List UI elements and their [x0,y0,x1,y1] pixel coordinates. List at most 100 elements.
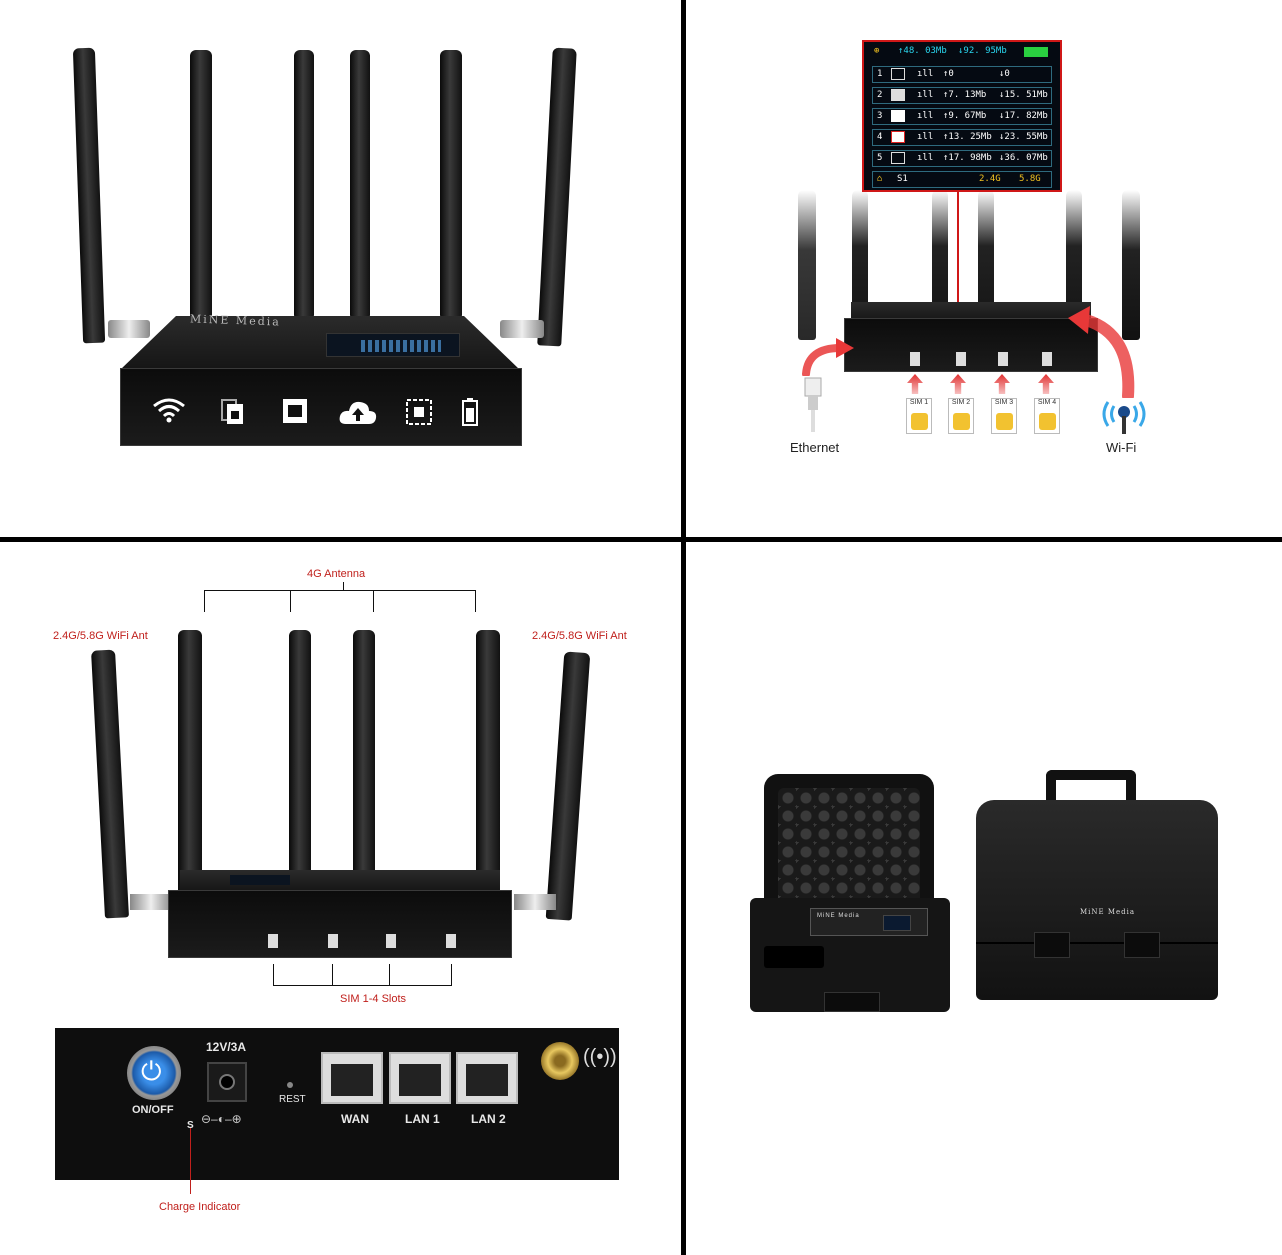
router-top [851,302,1091,322]
bracket-line [204,590,205,612]
antenna-connector [514,894,556,910]
antenna-connector [500,320,544,338]
label-wifi-ant-left: 2.4G/5.8G WiFi Ant [53,630,148,642]
sim-arrow [1038,374,1054,394]
sim-label: SIM 4 [1037,399,1057,406]
power-icon: ⏻ [141,1056,162,1086]
antenna [537,47,577,347]
router-front-panel [120,368,522,446]
vertical-divider [681,0,686,1255]
lan2-label: LAN 2 [471,1112,506,1126]
label-4g-antenna: 4G Antenna [307,568,366,580]
lan2-port[interactable] [456,1052,518,1104]
antenna-signal-icon: ((•)) [583,1046,617,1068]
wan-label: WAN [341,1112,369,1126]
signal-icon: ıll [917,132,934,142]
sim-cards-icon [220,398,246,426]
4g-antenna [353,630,375,930]
wifi-icon [152,396,186,424]
antenna [440,50,462,318]
4g-antenna [289,630,311,930]
sim-slot [998,352,1008,366]
ethernet-label: Ethernet [790,440,840,455]
reset-label: REST [279,1094,306,1105]
dc-power-jack [207,1062,247,1102]
bracket-line [389,964,390,986]
ethernet-arrow [800,338,856,378]
wifi-label: Wi-Fi [1106,440,1137,455]
sim-arrow [950,374,966,394]
antenna [350,50,370,318]
bracket-line [373,590,374,612]
antenna-connector [130,894,172,910]
panel-router-front: MiNE Media [0,0,681,537]
sim-slot [1042,352,1052,366]
lcd-screen [326,333,460,357]
lcd-row: 1 ıll ↑0 ↓0 [872,66,1052,83]
bracket-line [332,964,333,986]
router-brand: MiNE Media [817,913,860,919]
total-down: ↓92. 95Mb [958,46,1007,56]
case-seam [976,942,1218,944]
antenna [294,50,314,318]
globe-icon: ⊕ [874,46,880,56]
lcd-screen [230,875,290,885]
carrier-icon [891,131,905,143]
lock-icon: ⌂ [877,174,883,184]
sim-arrow [907,374,923,394]
sim-label: SIM 2 [951,399,971,406]
panel-carry-case: MiNE Media MiNE Media [686,542,1282,1255]
power-label: 12V/3A [206,1040,247,1054]
bracket-line [273,985,452,986]
ethernet-icon [282,398,308,424]
lcd-row: 3 ıll ↑9. 67Mb ↓17. 82Mb [872,108,1052,125]
carrier-icon [891,89,905,101]
sim-label: SIM 1 [909,399,929,406]
case-latch [1124,932,1160,958]
panel-router-diagram: 4G Antenna 2.4G/5.8G WiFi Ant 2.4G/5.8G … [0,542,681,1255]
sim-card-2: SIM 2 [948,398,974,434]
power-adapter [764,946,824,968]
sma-connector [541,1042,579,1080]
label-wifi-ant-right: 2.4G/5.8G WiFi Ant [532,630,627,642]
case-brand-logo: MiNE Media [1080,908,1136,916]
carrier-icon [891,110,905,122]
sim-slot [446,934,456,948]
ethernet-cable-icon [800,376,826,432]
polarity-symbol: ⊖–◐–⊕ [201,1112,242,1126]
lan1-port[interactable] [389,1052,451,1104]
power-button[interactable]: ⏻ [127,1046,181,1100]
sim-card-1: SIM 1 [906,398,932,434]
bracket-line [475,590,476,612]
sim-card-3: SIM 3 [991,398,1017,434]
lan1-label: LAN 1 [405,1112,440,1126]
onoff-label: ON/OFF [132,1104,174,1116]
label-sim-slots: SIM 1-4 Slots [340,993,407,1005]
carrier-icon [891,152,905,164]
battery-icon [1024,47,1048,57]
charge-indicator-line [190,1128,191,1194]
sim-slot [386,934,396,948]
foam-padding [778,788,920,906]
wifi-antenna [545,651,591,921]
wan-port[interactable] [321,1052,383,1104]
lcd-callout-line [957,190,959,310]
wifi-antenna [91,649,129,919]
bracket-line [273,964,274,986]
antenna [1122,190,1140,340]
router-in-case: MiNE Media [810,908,928,936]
router-top [180,870,500,892]
closed-case-handle [1046,770,1136,814]
reset-button[interactable] [287,1082,293,1088]
bracket-line [343,582,344,590]
network-icon [405,398,433,426]
sim-slot [268,934,278,948]
s-label: S [187,1120,194,1131]
sim-slot [328,934,338,948]
sim-slot [956,352,966,366]
open-case-lid [764,774,934,920]
lcd-total-bar: ⊕ ↑48. 03Mb ↓92. 95Mb [872,46,1052,60]
sim-slot [910,352,920,366]
signal-icon: ıll [917,153,934,163]
signal-icon: ıll [917,111,934,121]
